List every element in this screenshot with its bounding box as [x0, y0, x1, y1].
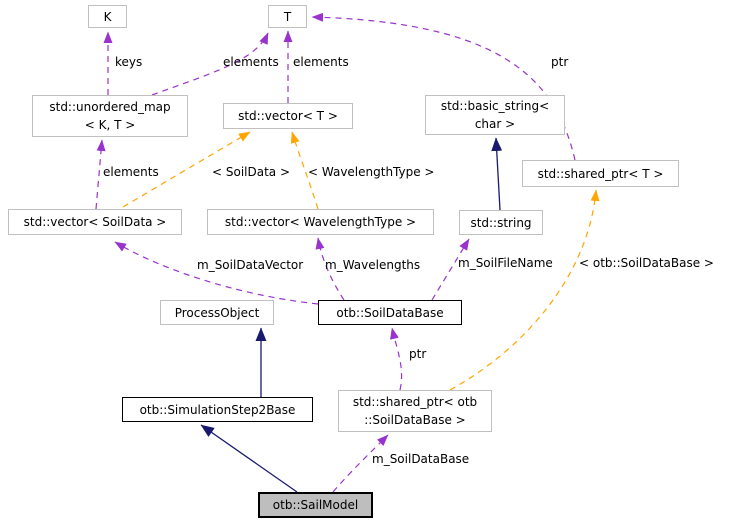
edge-label-template-otbsoildatabase: < otb::SoilDataBase >: [579, 256, 714, 270]
edge-label-elements-vec-t: elements: [293, 55, 349, 69]
edge-m-soilfilename: [431, 238, 470, 301]
edge-label-elements-vec-map: elements: [103, 165, 159, 179]
node-label: otb::SailModel: [272, 498, 359, 512]
node-vector-soildata: std::vector< SoilData >: [8, 209, 182, 235]
node-label: ::SoilDataBase >: [364, 413, 466, 427]
edge-m-wavelengths: [315, 237, 345, 301]
edge-ptr-sharedptrsdb-to-soildatabase: [390, 327, 403, 391]
edge-label-ptr-mid: ptr: [409, 347, 427, 361]
node-label: T: [283, 9, 292, 24]
edge-label-m-soilfilename: m_SoilFileName: [458, 256, 553, 270]
node-string: std::string: [459, 210, 543, 235]
node-label: std::vector< WavelengthType >: [224, 215, 417, 229]
node-shared-ptr-t: std::shared_ptr< T >: [522, 160, 679, 187]
node-label: std::basic_string<: [440, 99, 550, 113]
edge-inherit-sailmodel-step2base: [200, 424, 298, 493]
node-label: otb::SimulationStep2Base: [139, 402, 296, 417]
edge-label-ptr-top: ptr: [551, 55, 569, 69]
node-label: std::vector< T >: [238, 109, 338, 123]
node-sailmodel: otb::SailModel: [258, 492, 373, 518]
node-label: ProcessObject: [174, 305, 260, 320]
edge-template-soildata: [122, 131, 251, 208]
node-label: std::vector< SoilData >: [23, 215, 167, 229]
node-k: K: [88, 5, 127, 28]
edge-label-m-wavelengths: m_Wavelengths: [325, 258, 421, 272]
node-vector-t: std::vector< T >: [223, 103, 353, 129]
node-label: < K, T >: [84, 118, 136, 132]
node-label: std::shared_ptr< otb: [352, 395, 478, 409]
node-t: T: [268, 5, 307, 28]
edge-m-soildatavector: [114, 241, 319, 305]
edge-label-template-soildata: < SoilData >: [212, 165, 291, 179]
node-unordered-map: std::unordered_map < K, T >: [32, 95, 188, 137]
edge-label-m-soildatabase: m_SoilDataBase: [372, 452, 470, 466]
edge-elements-map-to-t: [151, 32, 269, 96]
node-label: K: [103, 9, 112, 24]
node-simulationstep2base[interactable]: otb::SimulationStep2Base: [122, 397, 313, 422]
edge-ptr-sharedptr-to-t: [311, 12, 576, 161]
node-process-object: ProcessObject: [160, 300, 274, 325]
node-vector-wavelengthtype: std::vector< WavelengthType >: [207, 209, 434, 235]
edge-label-keys: keys: [115, 55, 143, 69]
node-label: char >: [474, 117, 516, 131]
node-label: std::string: [470, 215, 532, 230]
edge-inherit-string-basicstring: [491, 137, 503, 211]
edge-template-wavelengthtype: [290, 131, 319, 210]
edge-template-otbsoildatabase: [449, 189, 600, 391]
node-basic-string: std::basic_string< char >: [425, 95, 565, 135]
edge-label-template-wavelengthtype: < WavelengthType >: [308, 165, 435, 179]
edge-label-m-soildatavector: m_SoilDataVector: [197, 258, 304, 272]
node-label: otb::SoilDataBase: [336, 305, 444, 320]
edge-label-elements-map-t: elements: [223, 55, 279, 69]
node-shared-ptr-soildatabase: std::shared_ptr< otb ::SoilDataBase >: [338, 390, 492, 432]
edge-elements-vectorsoildata-to-map: [95, 139, 106, 210]
node-label: std::shared_ptr< T >: [537, 166, 664, 181]
node-soildatabase[interactable]: otb::SoilDataBase: [318, 300, 462, 325]
node-label: std::unordered_map: [49, 100, 171, 114]
